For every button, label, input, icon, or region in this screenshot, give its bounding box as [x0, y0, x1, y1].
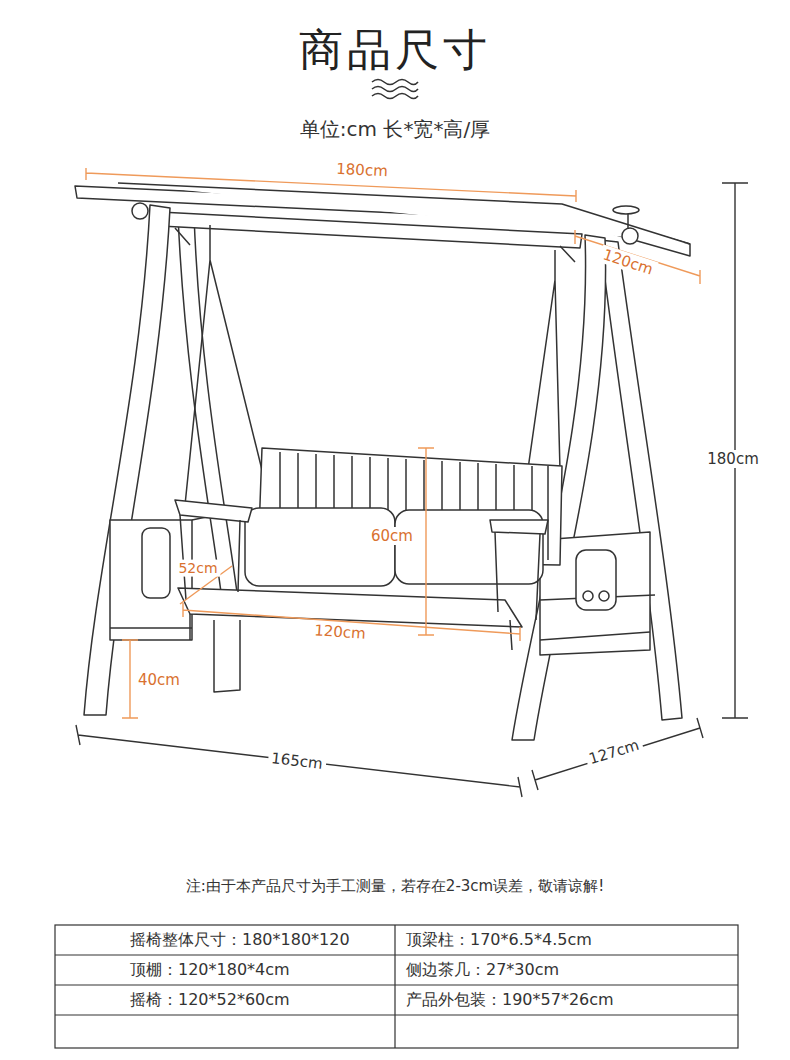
table-cell: 摇椅整体尺寸：180*180*120	[130, 930, 350, 949]
dimension: 180cm	[333, 160, 391, 181]
table-cell: 侧边茶几：27*30cm	[406, 960, 559, 979]
dimension: 60cm	[368, 527, 416, 545]
dimension: 180cm	[704, 450, 762, 468]
unit-note: 单位:cm 长*宽*高/厚	[300, 117, 490, 141]
table-cell: 产品外包装：190*57*26cm	[406, 990, 614, 1009]
table-cell: 摇椅：120*52*60cm	[130, 990, 290, 1009]
dimension: 40cm	[135, 671, 183, 689]
dimension: 52cm	[175, 560, 220, 577]
dimension-lines	[76, 183, 748, 797]
wave-ornament	[372, 80, 418, 99]
spec-table	[55, 925, 738, 1048]
table-cell: 顶梁柱：170*6.5*4.5cm	[406, 930, 592, 949]
footnote: 注:由于本产品尺寸为手工测量，若存在2-3cm误差，敬请谅解!	[186, 877, 604, 895]
dimension: 127cm	[584, 735, 644, 769]
swing-frame	[75, 183, 690, 740]
dimension: 120cm	[598, 245, 658, 280]
page-title: 商品尺寸	[299, 24, 491, 77]
dimension-lines	[86, 168, 700, 718]
dimension: 165cm	[267, 749, 326, 774]
dimension: 120cm	[311, 621, 370, 643]
table-cell: 顶棚：120*180*4cm	[130, 960, 290, 979]
